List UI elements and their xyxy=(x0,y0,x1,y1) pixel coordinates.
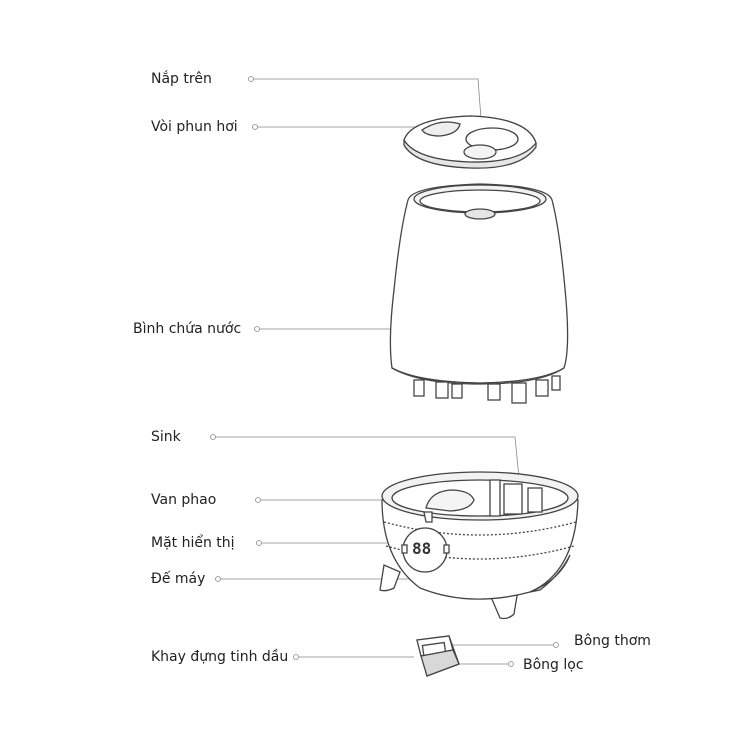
label-display-panel: Mặt hiển thị xyxy=(151,535,235,551)
leader-essential-oil-tray xyxy=(293,654,414,660)
leader-mist-nozzle xyxy=(252,124,440,130)
label-mist-nozzle: Vòi phun hơi xyxy=(151,119,238,135)
display-digits: 88 xyxy=(412,539,432,558)
leader-top-lid xyxy=(248,76,483,133)
label-base: Đế máy xyxy=(151,571,206,587)
label-top-lid: Nắp trên xyxy=(151,71,212,87)
leader-display-panel xyxy=(256,540,400,546)
label-essential-oil-tray: Khay đựng tinh dầu xyxy=(151,649,289,665)
water-tank-drawing xyxy=(389,183,569,404)
label-filter-pad: Bông lọc xyxy=(523,657,584,673)
top-lid-drawing xyxy=(403,115,537,169)
essential-oil-tray-drawing xyxy=(416,635,460,677)
base-drawing xyxy=(379,471,579,620)
label-water-tank: Bình chứa nước xyxy=(133,321,242,337)
label-aroma-pad: Bông thơm xyxy=(574,633,651,649)
leader-filter-pad xyxy=(458,661,514,667)
label-float-valve: Van phao xyxy=(151,492,217,508)
leader-aroma-pad xyxy=(450,642,559,648)
label-sink: Sink xyxy=(151,429,181,445)
leader-sink xyxy=(210,434,520,479)
